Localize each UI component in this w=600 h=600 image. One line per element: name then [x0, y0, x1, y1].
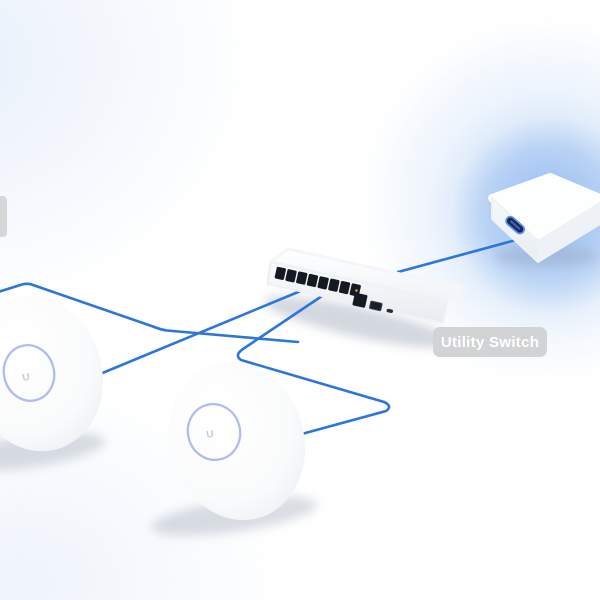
rj45-port-2: [285, 269, 297, 283]
switch-shadow: [264, 296, 452, 348]
rj45-port-7: [338, 280, 351, 295]
port-led: [355, 289, 358, 292]
gateway-front-right-face: [537, 201, 600, 263]
cable-offscreen-to-switch: [0, 282, 300, 344]
cables: [0, 238, 518, 443]
ap2-logo: U: [206, 429, 215, 441]
rj45-port-5: [317, 276, 329, 290]
ap2-led-ring: [186, 402, 242, 462]
gateway-port: [505, 215, 526, 235]
ap2-dome: [168, 361, 306, 521]
ap1-dome: [0, 296, 103, 452]
rj45-port-3: [296, 271, 308, 285]
sfp-port: [369, 300, 383, 312]
utility-switch: [266, 247, 466, 324]
ap1-led-ring: [2, 344, 56, 402]
edge-device-partial: [0, 196, 7, 237]
access-point-2: U: [168, 361, 306, 521]
gateway: [488, 173, 600, 263]
rj45-port-1: [274, 266, 286, 280]
cable-switch-to-ap2: [236, 294, 391, 443]
cable-switch-to-gateway: [396, 238, 518, 274]
switch-port-row: [274, 266, 394, 314]
console-port: [386, 308, 394, 314]
utility-switch-label: Utility Switch: [440, 333, 540, 351]
rj45-port-6: [328, 278, 340, 292]
uplink-rj45-port: [352, 292, 368, 308]
cable-switch-to-ap1: [98, 288, 305, 376]
rj45-port-4: [306, 273, 319, 288]
utility-switch-label-badge: Utility Switch: [433, 327, 547, 357]
ap1-logo: U: [22, 372, 31, 384]
access-point-1: U: [0, 296, 103, 452]
